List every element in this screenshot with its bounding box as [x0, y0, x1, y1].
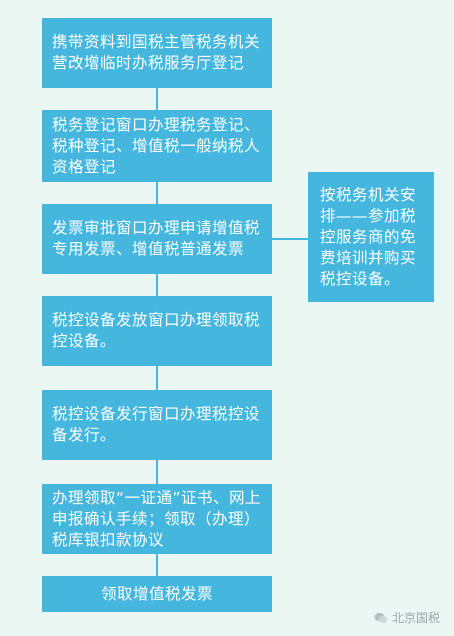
- watermark: 北京国税: [374, 609, 440, 626]
- wechat-icon: [374, 612, 388, 623]
- flow-step-6: 办理领取“一证通”证书、网上申报确认手续；领取（办理）税库银扣款协议: [42, 484, 272, 554]
- flow-step-6-text: 办理领取“一证通”证书、网上申报确认手续；领取（办理）税库银扣款协议: [52, 488, 262, 549]
- flow-step-4: 税控设备发放窗口办理领取税控设备。: [42, 296, 272, 366]
- flow-step-7: 领取增值税发票: [42, 576, 272, 612]
- flow-step-7-text: 领取增值税发票: [100, 584, 213, 603]
- watermark-text: 北京国税: [391, 611, 440, 625]
- flow-step-2-text: 税务登记窗口办理税务登记、税种登记、增值税一般纳税人资格登记: [52, 115, 261, 176]
- flow-step-3: 发票审批窗口办理申请增值税专用发票、增值税普通发票: [42, 204, 272, 274]
- flow-step-2: 税务登记窗口办理税务登记、税种登记、增值税一般纳税人资格登记: [42, 110, 272, 182]
- side-note-text: 按税务机关安排——参加税控服务商的免费培训并购买税控设备。: [320, 185, 417, 288]
- flow-step-1-text: 携带资料到国税主管税务机关营改增临时办税服务厅登记: [52, 33, 261, 72]
- flow-step-1: 携带资料到国税主管税务机关营改增临时办税服务厅登记: [42, 18, 272, 88]
- flow-step-5: 税控设备发行窗口办理税控设备发行。: [42, 390, 272, 460]
- side-note-box: 按税务机关安排——参加税控服务商的免费培训并购买税控设备。: [308, 172, 434, 302]
- flow-step-4-text: 税控设备发放窗口办理领取税控设备。: [52, 311, 261, 350]
- flow-step-3-text: 发票审批窗口办理申请增值税专用发票、增值税普通发票: [52, 219, 261, 258]
- flow-step-5-text: 税控设备发行窗口办理税控设备发行。: [52, 405, 261, 444]
